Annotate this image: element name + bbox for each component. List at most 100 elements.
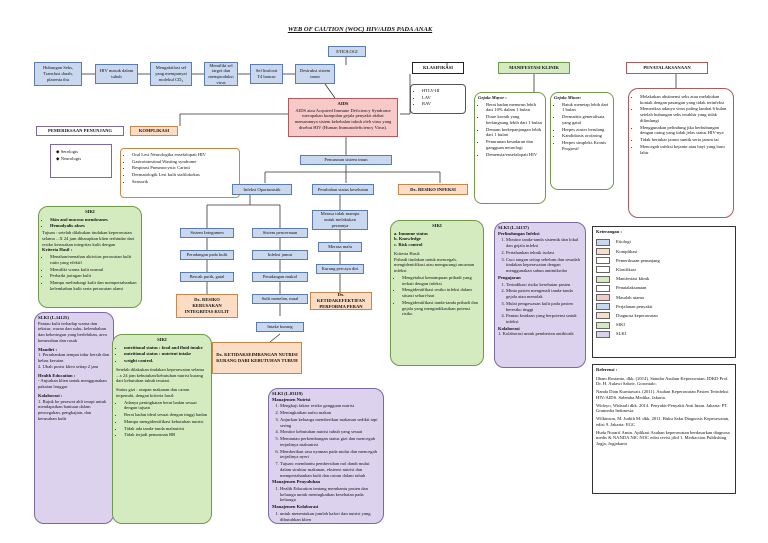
slki-infeksi-item: Cuci tangan setiap sebelum dan sesudah t… xyxy=(506,257,582,274)
legend-label: Komplikasi xyxy=(616,248,638,254)
komplikasi-item: Respirasi Pneumocystic Carinii xyxy=(132,165,236,171)
chain-box-3: Mengaktifasi sel yang mempunyai molekul … xyxy=(150,62,192,86)
slki-integritas-mandiri-title: Mandiri : xyxy=(38,346,58,352)
chain-box-2: HIV masuk dalam tubuh xyxy=(95,64,138,84)
slki-infeksi-title: SLKI (L.14137) xyxy=(498,225,529,230)
penunjang-bullet-icon: ◆ xyxy=(56,155,60,161)
siki-integritas-title: SIKI xyxy=(85,209,95,214)
siki-infeksi-item: a. Immune status xyxy=(394,230,428,236)
right-chain-box-2: Merasa malu xyxy=(318,242,362,252)
siki-infeksi-item: c. Risk control xyxy=(394,242,423,248)
slki-nutrisi-penyuluhan-title: Manajemen Penyuluhan xyxy=(272,479,321,485)
siki-infeksi-kriteria-title: Kriteria Hasil: xyxy=(394,250,421,256)
gejala-minor-item: Batuk menetap lebih dari 1 bulan xyxy=(562,102,610,113)
klasifikasi-box: HTLV-III LAV RAV xyxy=(410,84,466,114)
page-title: WEB OF CAUTION (WOC) HIV/AIDS PADA ANAK xyxy=(287,26,433,33)
left-chain-box-2: Peradangan pada kulit xyxy=(180,250,234,260)
siki-nutrisi-tujuan: Setelah dilakukan tindakan keperawatan s… xyxy=(116,366,205,384)
siki-infeksi-title: SIKI xyxy=(432,223,442,228)
penatalaksanaan-label: PENATALAKSANAAN xyxy=(626,62,708,74)
slki-nutrisi-sub: Manajemen Nutrisi xyxy=(272,396,311,402)
dx-integritas-kulit-box: Dx. RESIKO KERUSAKAN INTEGRITAS KULIT xyxy=(176,294,238,318)
slki-nutrisi-kolab-title: Manajemen Kolaborasi xyxy=(272,504,319,510)
gejala-mayor-title: Gejala Mayor : xyxy=(478,95,507,100)
etiologi-box: ETIOLOGI xyxy=(328,46,366,57)
dx-performa-peran-box: Dx. KETIDAKEFEKTIFAN PERFORMA PERAN xyxy=(310,292,372,310)
klasifikasi-item: RAV xyxy=(422,101,462,107)
siki-nutrisi-item: nutritional status : nutrient intake xyxy=(124,351,208,357)
siki-nutrisi-kriteria: Tidak terjadi penurunan BB xyxy=(124,432,208,438)
penatalaksanaan-item: Melakukan abstinensi seks atau melakukan… xyxy=(640,94,730,105)
siki-nutrisi-kriteria: Berat badan ideal sesuai dengan tinggi b… xyxy=(124,412,208,418)
siki-nutrisi-kriteria: Mampu mengidentifikasi kebutuhan nutrisi xyxy=(124,419,208,425)
slki-infeksi-kolab-title: Kolaborasi xyxy=(498,325,520,331)
legend-swatch xyxy=(596,293,610,301)
legend-swatch xyxy=(596,312,610,320)
slki-nutrisi-item: Memberikan rasa nyaman pada mulut dan me… xyxy=(280,449,380,460)
reference-item: Widoyo, Widarali dkk. 2014. Penyakit-Pen… xyxy=(596,402,729,414)
infeksi-oportunistik-box: Infeksi Oportunistik xyxy=(232,184,292,195)
slki-infeksi-sub: Perlindungan Infeksi xyxy=(498,230,540,236)
legend-row: Diagnosa keperawatan xyxy=(596,311,732,320)
penurunan-imun-box: Penurunan sistem imun xyxy=(300,155,392,165)
legend-label: Masalah utama xyxy=(616,294,644,300)
legend-row: SLKI xyxy=(596,330,732,339)
siki-integritas-kriteria: Menahan/menahan aktivitas perawatan kuli… xyxy=(50,254,138,265)
chain-box-4: Memiliki sel target dan memproduksi viru… xyxy=(204,62,238,86)
legend-label: Penatalaksanaan xyxy=(616,285,647,291)
gejala-mayor-box: Gejala Mayor : Berat badan menurun lebih… xyxy=(474,92,546,204)
legend-label: Manifestasi klinik xyxy=(616,276,650,282)
siki-integritas-kriteria-title: Kriteria Hasil : xyxy=(42,247,73,253)
siki-integritas-kriteria: Mampu melindungi kulit dan mempertahanka… xyxy=(50,280,138,291)
slki-integritas-mandiri: 2. Ubah posisi klien setiap 2 jam xyxy=(38,363,99,369)
legend-row: Klasifikasi xyxy=(596,265,732,274)
slki-integritas-mandiri: 1. Pertahankan tempat tidur bersih dan b… xyxy=(38,352,109,364)
legend-row: Pemeriksaan penunjang xyxy=(596,256,732,265)
legend-label: Perjalanan penyakit xyxy=(616,303,653,309)
slki-infeksi-pengajaran-title: Pengajaran xyxy=(498,274,521,280)
chain-box-1: Hubungan Seks, Transfusi darah, plasenta… xyxy=(34,62,82,86)
gejala-minor-title: Gejala Minor: xyxy=(554,95,582,100)
slki-nutrisi-item: Anjurkan keluarga memberikan makanan sed… xyxy=(280,417,380,428)
komplikasi-item: Gastrointestinal Wasting syndrome xyxy=(132,159,236,165)
gejala-mayor-item: Demam berkepanjangan lebih dari 1 bulan xyxy=(486,127,542,138)
reference-item: Nanda Dian Kurniawati. (2011). Asuhan Ke… xyxy=(596,389,729,400)
siki-infeksi-kriteria: Mengidentifikasi tanda-tanda pribadi dan… xyxy=(402,300,480,317)
legend-row: Manifestasi klinik xyxy=(596,274,732,283)
slki-nutrisi-item: Meningkatkan nafsu makan xyxy=(280,410,380,416)
penunjang-item: Neurologis xyxy=(60,155,82,161)
slki-nutrisi-penyuluhan: Health Education tentang membantu pasien… xyxy=(280,486,380,503)
mid-chain-box-4: Sulit menelan, mual xyxy=(252,294,308,304)
pemeriksaan-penunjang-label: PEMERIKSAAN PENUNJANG xyxy=(36,126,124,136)
pemeriksaan-penunjang-box: ◆ Serologis ◆ Neurologis xyxy=(50,144,112,178)
siki-nutrisi-status: Status gizi : asupan makanan dan cairan … xyxy=(116,387,190,398)
siki-integritas-kriteria: Memiliki warna kulit normal xyxy=(50,267,138,273)
legend-swatch xyxy=(596,248,610,256)
komplikasi-box: Oral Lesi Neurologika ensefalopati HIV G… xyxy=(120,148,240,198)
slki-integritas-intro: Pantau kulit terhadap warna dan tekstur,… xyxy=(38,320,107,343)
gejala-mayor-item: Diare kronik yang berlangsung lebih dari… xyxy=(486,114,542,125)
dx-risiko-infeksi-box: Dx. RESIKO INFEKSI xyxy=(398,184,468,195)
manifestasi-label: MANIFESTASI KLINIK xyxy=(498,62,570,74)
references-box: Referensi : Ilham Rosianto, dkk. (2014).… xyxy=(592,364,736,494)
mid-chain-box-1: Sistem pencernaan xyxy=(252,228,308,238)
slki-infeksi-item: Monitor tanda-tanda sistemik dan lokal d… xyxy=(506,237,582,248)
gejala-minor-item: Kandidiasis orofaring xyxy=(562,133,610,139)
legend-row: Komplikasi xyxy=(596,247,732,256)
gejala-mayor-item: Penurunan kesadaran dan gangguan neurolo… xyxy=(486,139,542,150)
legend-label: Diagnosa keperawatan xyxy=(616,312,658,318)
penunjang-bullet-icon: ◆ xyxy=(56,149,60,154)
legend-swatch xyxy=(596,238,610,246)
gejala-minor-box: Gejala Minor: Batuk menetap lebih dari 1… xyxy=(550,92,614,190)
siki-nutrisi-kriteria: Adanya peningkatan berat badan sesuai de… xyxy=(124,400,208,411)
slki-nutrisi-item: Memantau perkembangan status gizi dan me… xyxy=(280,436,380,447)
slki-integritas-title: SLKI (L.14125) xyxy=(38,315,69,320)
siki-infeksi-intro: Pribadi tindakan untuk mencegah, mengide… xyxy=(394,256,475,274)
komplikasi-item: Oral Lesi Neurologika ensefalopati HIV xyxy=(132,152,236,158)
gejala-minor-item: Dermatitis generalisata yang gatal xyxy=(562,114,610,125)
slki-nutrisi-item: Mengkaji faktor resiko gangguan nutrisi xyxy=(280,403,380,409)
slki-infeksi-pengajaran: Pantau keadaan yang berpotensi untuk inf… xyxy=(506,313,582,324)
dx-nutrisi-box: Dx. KETIDAKSEIMBANGAN NUTRISI KURANG DAR… xyxy=(212,342,302,374)
